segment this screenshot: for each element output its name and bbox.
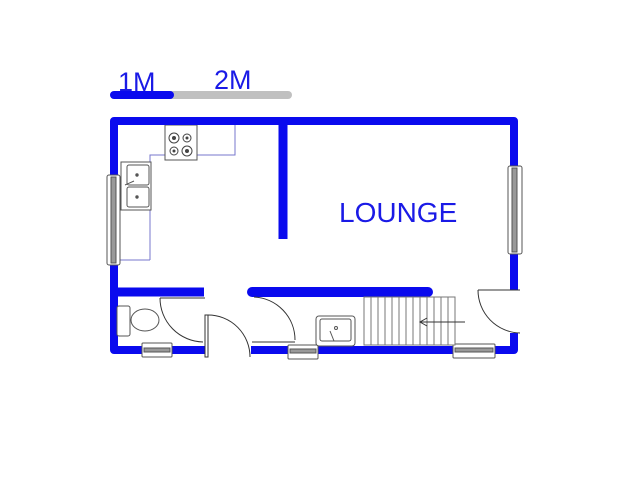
window-left	[106, 174, 121, 266]
kitchen-sink	[120, 161, 152, 211]
wall-right-lower	[495, 333, 518, 354]
window-bottom-right	[452, 343, 496, 359]
door-lounge	[477, 289, 521, 334]
window-bottom-mid	[287, 344, 319, 360]
scale-label-1m: 1M	[118, 67, 156, 97]
window-right	[507, 165, 523, 255]
room-label-lounge: LOUNGE	[339, 197, 457, 228]
door-wc	[159, 297, 205, 343]
door-entrance	[204, 314, 251, 358]
staircase	[363, 296, 465, 346]
stair-arrow-icon	[418, 317, 465, 327]
window-bottom-wc	[141, 342, 173, 358]
scale-label-2m: 2M	[214, 65, 252, 95]
windows	[106, 165, 523, 360]
wall-top	[110, 117, 518, 175]
walls	[110, 117, 518, 354]
scale-bar: 1M 2M	[110, 65, 292, 99]
toilet	[116, 305, 160, 337]
stove	[164, 124, 198, 161]
basin	[315, 315, 356, 347]
doors	[159, 289, 521, 358]
door-passage	[252, 296, 296, 343]
